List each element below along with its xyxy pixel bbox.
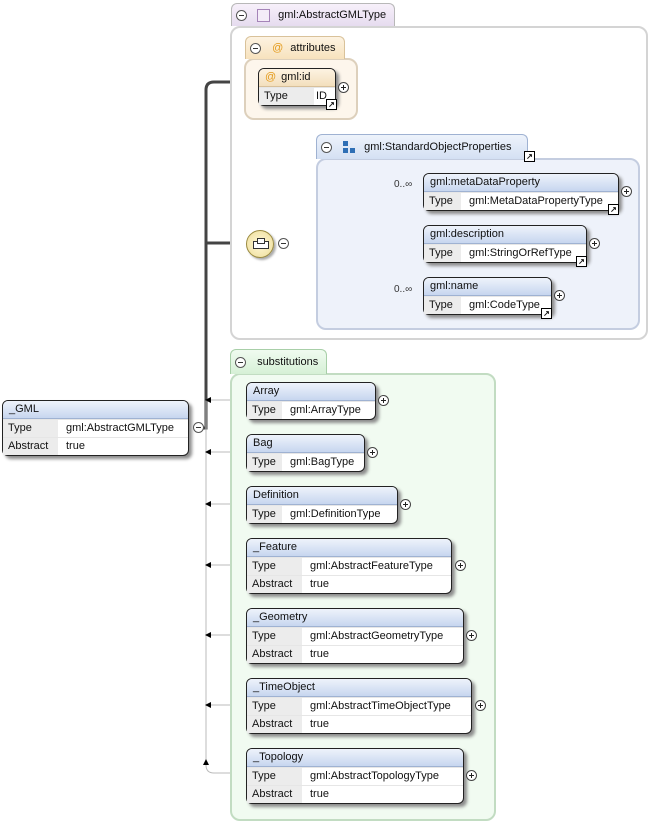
element-name: _Feature [247, 539, 451, 557]
attribute-icon: @ [272, 42, 284, 54]
element-name: gml:description [424, 226, 586, 244]
collapse-icon[interactable] [193, 422, 204, 433]
substitution-geometry[interactable]: _Geometry Type gml:AbstractGeometryType A… [246, 608, 464, 664]
expand-icon[interactable] [367, 447, 378, 458]
expand-icon[interactable] [475, 700, 486, 711]
type-value: gml:AbstractGeometryType [310, 630, 444, 642]
abstract-key: Abstract [247, 576, 302, 593]
type-value: gml:ArrayType [290, 404, 361, 416]
substitution-feature[interactable]: _Feature Type gml:AbstractFeatureType Abs… [246, 538, 452, 594]
type-value: gml:MetaDataPropertyType [469, 195, 603, 207]
abstract-value: true [310, 788, 329, 800]
cardinality: 0..∞ [394, 284, 413, 295]
expand-icon[interactable] [466, 630, 477, 641]
attributes-tab[interactable]: @ attributes [245, 36, 345, 59]
abstract-value: true [310, 578, 329, 590]
expand-icon[interactable] [589, 238, 600, 249]
collapse-icon[interactable] [236, 9, 247, 21]
type-key: Type [424, 193, 461, 210]
element-name: gml:metaDataProperty [424, 174, 618, 192]
type-key: Type [424, 245, 461, 262]
link-arrow-icon[interactable]: ↗ [608, 204, 619, 215]
expand-icon[interactable] [554, 290, 565, 301]
attribute-name: gml:id [281, 71, 311, 83]
type-value: gml:AbstractTimeObjectType [310, 700, 451, 712]
substitution-definition[interactable]: Definition Type gml:DefinitionType [246, 486, 398, 524]
type-key: Type [247, 628, 302, 645]
expand-icon[interactable] [378, 395, 389, 406]
complex-type-label: gml:AbstractGMLType [278, 9, 387, 21]
abstract-value: true [310, 718, 329, 730]
collapse-icon[interactable] [250, 42, 261, 54]
abstract-key: Abstract [247, 646, 302, 663]
substitution-array[interactable]: Array Type gml:ArrayType [246, 382, 376, 420]
element-name: _Topology [247, 749, 463, 767]
type-key: Type [259, 88, 314, 105]
type-key: Type [247, 768, 302, 785]
element-name: _Geometry [247, 609, 463, 627]
type-key: Type [247, 402, 282, 419]
element-name: _TimeObject [247, 679, 471, 697]
group-icon [343, 141, 356, 154]
abstract-key: Abstract [3, 438, 58, 455]
type-value: gml:StringOrRefType [469, 247, 572, 259]
element-gml-metadataproperty[interactable]: gml:metaDataProperty Type gml:MetaDataPro… [423, 173, 619, 211]
element-name: Bag [247, 435, 364, 453]
element-name: Array [247, 383, 375, 401]
attribute-icon: @ [265, 71, 277, 83]
abstract-key: Abstract [247, 716, 302, 733]
type-icon [257, 8, 271, 22]
complex-type-tab[interactable]: gml:AbstractGMLType [231, 3, 396, 26]
expand-icon[interactable] [338, 82, 349, 93]
substitution-topology[interactable]: _Topology Type gml:AbstractTopologyType A… [246, 748, 464, 804]
substitutions-tab[interactable]: substitutions [230, 349, 328, 374]
link-arrow-icon[interactable]: ↗ [524, 151, 535, 162]
type-key: Type [247, 454, 282, 471]
type-value: gml:AbstractGMLType [66, 422, 174, 434]
type-key: Type [3, 420, 58, 437]
element-gml-name[interactable]: gml:name Type gml:CodeType [423, 277, 552, 315]
type-key: Type [247, 558, 302, 575]
substitution-bag[interactable]: Bag Type gml:BagType [246, 434, 365, 472]
abstract-value: true [310, 648, 329, 660]
element-name: Definition [247, 487, 397, 505]
type-value: gml:CodeType [469, 299, 540, 311]
expand-icon[interactable] [455, 560, 466, 571]
cardinality: 0..∞ [394, 179, 413, 190]
type-value: gml:BagType [290, 456, 355, 468]
collapse-icon[interactable] [278, 238, 289, 249]
substitutions-label: substitutions [257, 356, 319, 368]
sequence-icon[interactable] [246, 230, 274, 258]
type-key: Type [247, 506, 282, 523]
type-value: gml:AbstractTopologyType [310, 770, 440, 782]
substitution-timeobject[interactable]: _TimeObject Type gml:AbstractTimeObjectTy… [246, 678, 472, 734]
abstract-key: Abstract [247, 786, 302, 803]
link-arrow-icon[interactable]: ↗ [576, 256, 587, 267]
collapse-icon[interactable] [235, 356, 246, 368]
element-gml-description[interactable]: gml:description Type gml:StringOrRefType [423, 225, 587, 263]
group-tab[interactable]: gml:StandardObjectProperties [316, 134, 529, 159]
abstract-value: true [66, 440, 85, 452]
element-name: _GML [3, 401, 188, 419]
type-key: Type [424, 297, 461, 314]
group-label: gml:StandardObjectProperties [364, 141, 512, 153]
element-gml-root[interactable]: _GML Type gml:AbstractGMLType Abstract tru… [2, 400, 189, 456]
type-value: ID [316, 90, 327, 102]
link-arrow-icon[interactable]: ↗ [326, 99, 337, 110]
element-name: gml:name [424, 278, 551, 296]
type-value: gml:DefinitionType [290, 508, 381, 520]
attributes-label: attributes [290, 42, 336, 54]
expand-icon[interactable] [400, 499, 411, 510]
collapse-icon[interactable] [321, 141, 332, 153]
expand-icon[interactable] [621, 186, 632, 197]
type-key: Type [247, 698, 302, 715]
expand-icon[interactable] [466, 770, 477, 781]
type-value: gml:AbstractFeatureType [310, 560, 433, 572]
link-arrow-icon[interactable]: ↗ [541, 308, 552, 319]
